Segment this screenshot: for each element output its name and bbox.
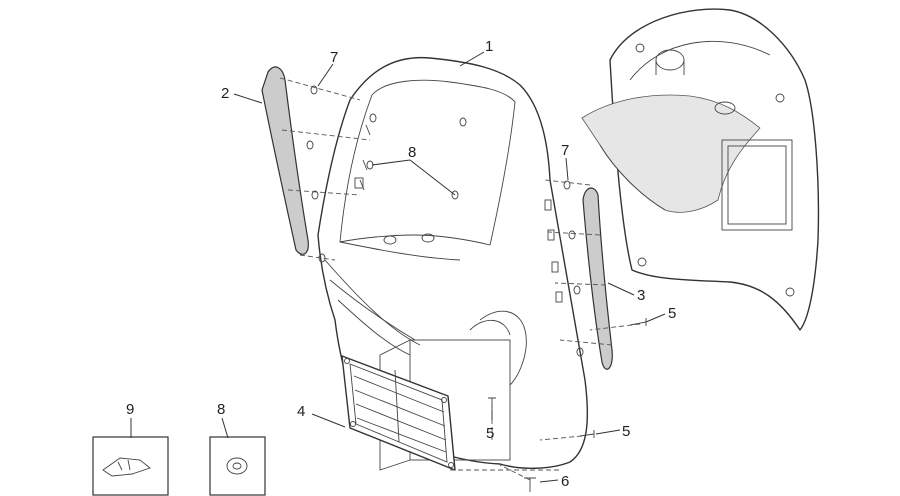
callout-labels: 1 2 3 4 5 5 5 6 7 7 8 8 9 [126, 38, 676, 490]
callout-6: 6 [561, 473, 569, 490]
callout-9: 9 [126, 401, 134, 418]
callout-8-center: 8 [408, 144, 416, 161]
callout-7-right: 7 [561, 142, 569, 159]
callout-7-left: 7 [330, 49, 338, 66]
left-side-panel [261, 66, 309, 255]
leader-lines [130, 51, 666, 483]
callout-5-right-panel: 5 [668, 305, 676, 322]
callout-1: 1 [485, 38, 493, 55]
right-side-panel [582, 187, 613, 370]
callout-2: 2 [221, 85, 229, 102]
accessory-box-8 [209, 436, 266, 496]
callout-5-lower: 5 [622, 423, 630, 440]
fasteners [306, 85, 647, 492]
accessory-box-9 [92, 436, 169, 496]
assembly-lines [279, 77, 641, 481]
front-shield [317, 56, 589, 471]
callout-4: 4 [297, 403, 305, 420]
callout-3: 3 [637, 287, 645, 304]
callout-8-box: 8 [217, 401, 225, 418]
callout-5-grille: 5 [486, 425, 494, 442]
rear-inner-shield [581, 8, 820, 331]
